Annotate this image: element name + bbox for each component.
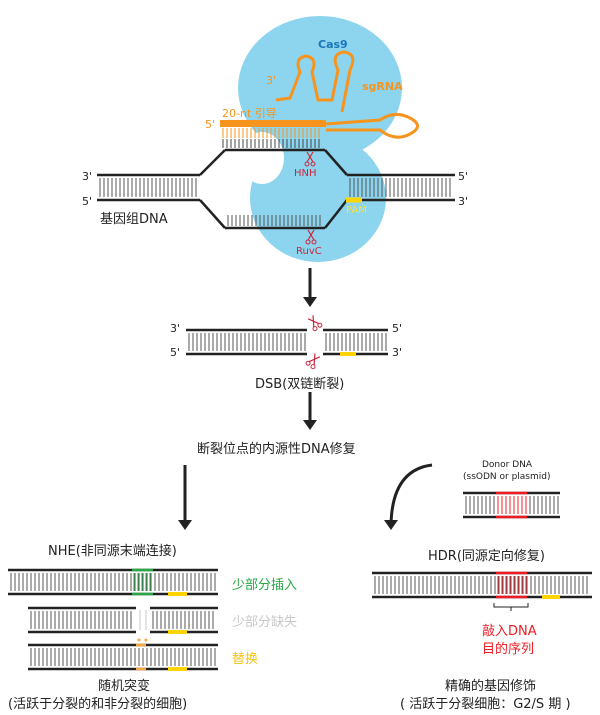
- bubble-top-fall: [324, 149, 348, 176]
- scissors-handle: [310, 364, 316, 370]
- donor-subtitle: (ssODN or plasmid): [463, 472, 551, 482]
- arrow-nhej-head: [178, 520, 192, 530]
- hdr-title: HDR(同源定向修复): [428, 549, 545, 564]
- arrow-hdr-head: [384, 520, 398, 530]
- scissors-icon: [307, 315, 323, 332]
- repair-title: 断裂位点的内源性DNA修复: [197, 442, 356, 457]
- substitution-dot: [137, 638, 141, 642]
- hdr-note: ( 活跃于分裂细胞：G2/S 期 ): [400, 697, 571, 712]
- nhej-note: (活跃于分裂的和非分裂的细胞): [8, 697, 188, 712]
- cas9-protein-lower: [250, 134, 386, 262]
- scissors-icon: [304, 151, 316, 167]
- arrow-repair-head: [303, 420, 317, 430]
- scissors-handle: [311, 239, 317, 245]
- arrow-cleavage-head: [303, 297, 317, 307]
- dsb-3prime-right: 3': [392, 346, 403, 359]
- hnh-label: HNH: [294, 168, 317, 179]
- bubble-bottom-rise: [324, 199, 348, 229]
- nhej-title: NHE(非同源末端连接): [48, 544, 177, 559]
- knockin-label-2: 目的序列: [482, 642, 535, 657]
- dsb-5prime-right: 5': [392, 322, 403, 335]
- sgrna-scaffold-tail: [325, 113, 419, 139]
- knockin-bracket: [493, 603, 529, 608]
- sgrna-guide-bar: [220, 120, 326, 127]
- nhej-insertion-label: 少部分插入: [232, 578, 298, 593]
- scissors-handle: [304, 161, 310, 167]
- arrow-hdr-curve: [389, 463, 433, 526]
- scissors-blade: [307, 229, 315, 241]
- hdr-result: 精确的基因修饰: [445, 679, 537, 694]
- dsb-label: DSB(双链断裂): [255, 377, 345, 392]
- sgrna-hairpins: [275, 50, 355, 113]
- nhej-substitution-label: 替换: [232, 652, 259, 667]
- knockin-label-1: 敲入DNA: [482, 624, 537, 639]
- scissors-icon: [305, 229, 317, 245]
- substitution-dot: [144, 638, 148, 642]
- genomic-5prime-left: 5': [82, 195, 93, 208]
- genomic-5prime-right: 5': [458, 170, 469, 183]
- pam-label: PAM: [346, 205, 367, 216]
- genomic-3prime-right: 3': [458, 195, 469, 208]
- dsb-5prime-left: 5': [170, 346, 181, 359]
- scissors-blade: [312, 315, 315, 328]
- dsb-3prime-left: 3': [170, 322, 181, 335]
- sgrna-5prime-label: 5': [205, 118, 216, 131]
- bubble-top-rise: [199, 149, 226, 176]
- scissors-handle: [305, 239, 311, 245]
- scissors-icon: [305, 353, 321, 370]
- ruvc-label: RuvC: [296, 246, 322, 257]
- scissors-blade: [306, 151, 314, 163]
- guide-label: 20-nt 引导: [222, 107, 277, 120]
- genomic-dna-label: 基因组DNA: [100, 212, 168, 227]
- scissors-handle: [312, 326, 318, 332]
- scissors-handle: [305, 360, 311, 366]
- bubble-bottom-drop: [199, 199, 226, 229]
- scissors-handle: [310, 161, 316, 167]
- nhej-result: 随机突变: [98, 679, 151, 694]
- genomic-3prime-left: 3': [82, 170, 93, 183]
- cas9-label: Cas9: [318, 38, 348, 51]
- scissors-blade: [309, 356, 321, 363]
- scissors-handle: [317, 322, 323, 328]
- nhej-deletion-label: 少部分缺失: [232, 615, 298, 630]
- sgrna-label: sgRNA: [362, 80, 403, 93]
- donor-title: Donor DNA: [482, 460, 533, 470]
- sgrna-3prime-label: 3': [266, 74, 277, 87]
